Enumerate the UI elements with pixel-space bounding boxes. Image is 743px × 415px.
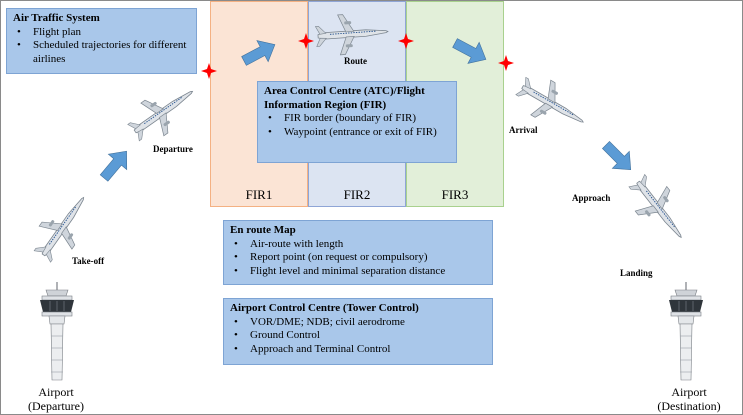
airport-control-centre-item: Approach and Terminal Control [234,343,486,357]
air-traffic-system-item: Scheduled trajectories for different air… [17,39,190,66]
air-traffic-system-title: Air Traffic System [13,12,100,24]
fir3-label: FIR3 [441,187,469,202]
departure-airport-tower-icon [39,281,75,381]
airport-control-centre-title: Airport Control Centre (Tower Control) [230,302,419,314]
area-control-centre-item: Waypoint (entrance or exit of FIR) [268,126,450,140]
landing-label: Landing [620,268,653,278]
air-traffic-system-item: Flight plan [17,26,190,40]
en-route-map-item: Flight level and minimal separation dist… [234,265,486,279]
air-traffic-system-box: Air Traffic System Flight plan Scheduled… [6,8,197,74]
departure-label: Departure [153,144,193,154]
route-label: Route [344,56,367,66]
area-control-centre-box: Area Control Centre (ATC)/Flight Informa… [257,81,457,163]
descent-arrow-icon [449,32,492,71]
takeoff-label: Take-off [72,256,105,266]
approach-arrow-icon [597,136,640,179]
en-route-map-item: Air-route with length [234,238,486,252]
destination-airport-role: (Destination) [657,399,721,413]
airport-control-centre-item: VOR/DME; NDB; civil aerodrome [234,316,486,330]
waypoint-star-icon [498,55,514,71]
waypoint-star-icon [398,33,414,49]
departure-airport-label: Airport (Departure) [11,385,101,413]
en-route-map-box: En route Map Air-route with length Repor… [223,220,493,285]
arrival-label: Arrival [509,125,538,135]
landing-airplane-icon [620,167,698,251]
area-control-centre-title: Area Control Centre (ATC)/Flight Informa… [264,85,425,111]
destination-airport-tower-icon [668,281,704,381]
departure-airport-role: (Departure) [28,399,84,413]
waypoint-star-icon [201,63,217,79]
enroute-arrow-icon [238,33,281,72]
en-route-map-item: Report point (on request or compulsory) [234,251,486,265]
destination-airport-label: Airport (Destination) [641,385,737,413]
approach-label: Approach [572,193,611,203]
en-route-map-title: En route Map [230,224,296,236]
destination-airport-name: Airport [671,385,707,399]
climb-arrow-icon [94,143,137,187]
airport-control-centre-item: Ground Control [234,329,486,343]
airport-control-centre-box: Airport Control Centre (Tower Control) V… [223,298,493,365]
fir1-label: FIR1 [245,187,273,202]
departure-airport-name: Airport [38,385,74,399]
departure-airplane-icon [121,74,205,150]
area-control-centre-item: FIR border (boundary of FIR) [268,112,450,126]
fir2-label: FIR2 [343,187,371,202]
route-airplane-icon [314,11,390,57]
waypoint-star-icon [298,33,314,49]
